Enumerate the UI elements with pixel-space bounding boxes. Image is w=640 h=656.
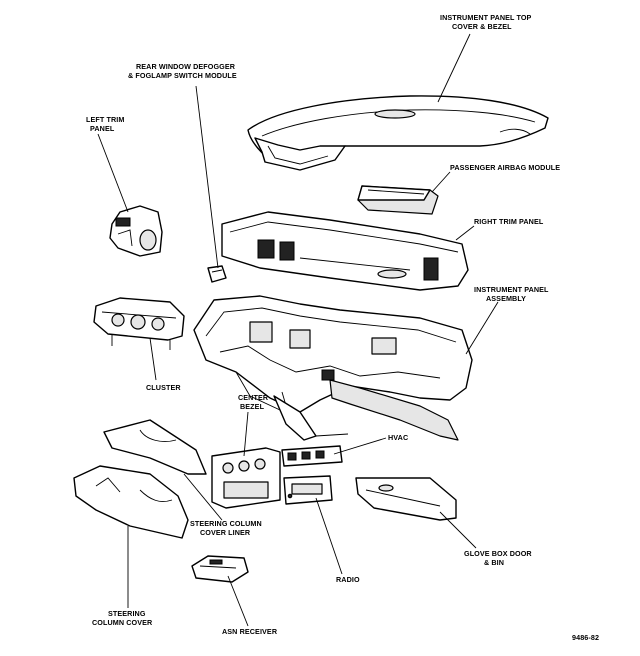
label-top-cover: INSTRUMENT PANEL TOP COVER & BEZEL xyxy=(440,13,532,31)
instrument-cluster xyxy=(93,297,185,350)
label-defogger: REAR WINDOW DEFOGGER & FOGLAMP SWITCH MO… xyxy=(128,62,237,80)
left-trim-panel xyxy=(109,205,163,257)
label-asn-receiver-line-1: ASN RECEIVER xyxy=(222,627,278,636)
label-hvac-line-1: HVAC xyxy=(388,433,408,442)
leader-lines xyxy=(97,33,499,627)
label-asn-receiver: ASN RECEIVER xyxy=(222,627,278,636)
label-left-trim: LEFT TRIM PANEL xyxy=(86,115,124,133)
label-cluster: CLUSTER xyxy=(146,383,181,392)
instrument-panel-top-cover xyxy=(247,95,549,171)
label-defogger-line-1: REAR WINDOW DEFOGGER xyxy=(136,62,236,71)
label-center-bezel-line-1: CENTER xyxy=(238,393,269,402)
hvac-control xyxy=(281,445,343,467)
label-column-cover-line-2: COLUMN COVER xyxy=(92,618,153,627)
label-right-trim: RIGHT TRIM PANEL xyxy=(474,217,544,226)
label-center-bezel: CENTER BEZEL xyxy=(238,393,269,411)
steering-column-cover xyxy=(73,465,189,539)
right-trim-panel xyxy=(221,211,469,291)
label-glove-box-line-1: GLOVE BOX DOOR xyxy=(464,549,532,558)
label-ip-assembly-line-2: ASSEMBLY xyxy=(486,294,526,303)
label-ip-assembly-line-1: INSTRUMENT PANEL xyxy=(474,285,549,294)
label-glove-box: GLOVE BOX DOOR & BIN xyxy=(464,549,532,567)
figure-id: 9486-82 xyxy=(572,633,599,642)
label-column-cover: STEERING COLUMN COVER xyxy=(92,609,153,627)
label-column-liner: STEERING COLUMN COVER LINER xyxy=(190,519,262,537)
label-hvac: HVAC xyxy=(388,433,408,442)
label-radio: RADIO xyxy=(336,575,360,584)
label-left-trim-line-2: PANEL xyxy=(90,124,115,133)
radio xyxy=(283,475,333,505)
label-radio-line-1: RADIO xyxy=(336,575,360,584)
label-defogger-line-2: & FOGLAMP SWITCH MODULE xyxy=(128,71,237,80)
label-top-cover-line-2: COVER & BEZEL xyxy=(452,22,512,31)
center-bezel xyxy=(211,447,281,509)
glove-box-door xyxy=(355,477,457,521)
label-ip-assembly: INSTRUMENT PANEL ASSEMBLY xyxy=(474,285,549,303)
defogger-switch-module xyxy=(207,265,227,283)
passenger-airbag-module xyxy=(357,185,439,215)
instrument-panel-assembly xyxy=(193,295,473,441)
label-column-cover-line-1: STEERING xyxy=(108,609,146,618)
label-center-bezel-line-2: BEZEL xyxy=(240,402,265,411)
label-top-cover-line-1: INSTRUMENT PANEL TOP xyxy=(440,13,532,22)
label-column-liner-line-2: COVER LINER xyxy=(200,528,251,537)
asn-receiver xyxy=(191,555,249,583)
label-column-liner-line-1: STEERING COLUMN xyxy=(190,519,262,528)
label-airbag-line-1: PASSENGER AIRBAG MODULE xyxy=(450,163,560,172)
steering-column-cover-liner xyxy=(103,419,207,475)
label-left-trim-line-1: LEFT TRIM xyxy=(86,115,124,124)
label-glove-box-line-2: & BIN xyxy=(484,558,504,567)
label-right-trim-line-1: RIGHT TRIM PANEL xyxy=(474,217,544,226)
label-cluster-line-1: CLUSTER xyxy=(146,383,181,392)
label-airbag: PASSENGER AIRBAG MODULE xyxy=(450,163,560,172)
